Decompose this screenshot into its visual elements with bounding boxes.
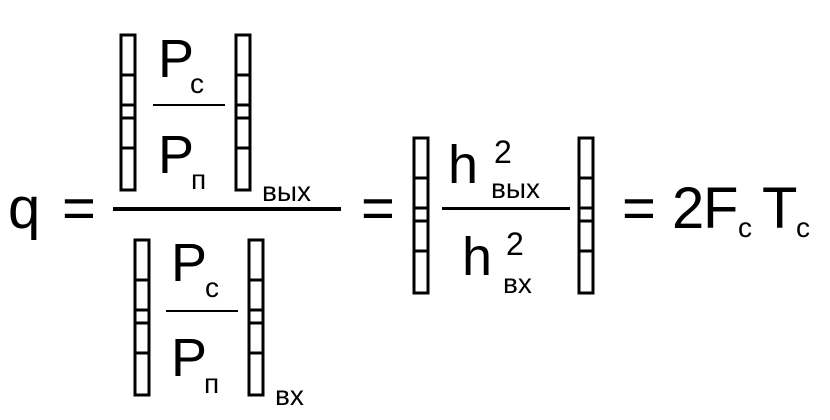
numerator-left-bracket <box>119 33 137 192</box>
denominator-top-P: P <box>171 233 208 293</box>
middle-top-h-superscript: 2 <box>494 134 512 170</box>
denominator-right-bracket <box>247 238 265 397</box>
denominator-top-P-subscript: с <box>205 272 219 303</box>
middle-bottom-h-superscript: 2 <box>506 226 524 262</box>
equals-sign-1: = <box>62 176 96 241</box>
numerator-top-P-subscript: с <box>190 68 204 99</box>
denominator-inner-fraction-bar <box>166 310 238 312</box>
equals-sign-2: = <box>361 176 395 241</box>
numerator-bottom-P: P <box>158 125 195 185</box>
middle-left-bracket <box>412 136 430 295</box>
numerator-bottom-P-subscript: п <box>191 164 207 195</box>
main-fraction-bar <box>113 207 341 211</box>
denominator-left-bracket <box>133 238 151 397</box>
numerator-inner-fraction-bar <box>153 104 225 106</box>
result-T: T <box>762 176 798 241</box>
numerator-top-P: P <box>158 29 195 89</box>
middle-right-bracket <box>577 136 595 295</box>
middle-fraction-bar <box>442 207 570 210</box>
equals-sign-3: = <box>622 176 656 241</box>
numerator-outer-subscript: вых <box>262 176 311 207</box>
denominator-bottom-P: P <box>171 328 208 388</box>
result-F-subscript: с <box>738 212 752 243</box>
result-F: F <box>703 176 739 241</box>
middle-top-h: h <box>448 135 479 195</box>
middle-bottom-h: h <box>462 227 493 287</box>
result-coefficient: 2 <box>672 176 705 241</box>
middle-top-h-subscript: вых <box>491 173 540 204</box>
denominator-bottom-P-subscript: п <box>204 368 220 399</box>
denominator-outer-subscript: вх <box>275 380 304 411</box>
result-T-subscript: с <box>796 212 810 243</box>
q-symbol: q <box>8 176 41 241</box>
numerator-right-bracket <box>234 33 252 192</box>
middle-bottom-h-subscript: вх <box>503 268 532 299</box>
